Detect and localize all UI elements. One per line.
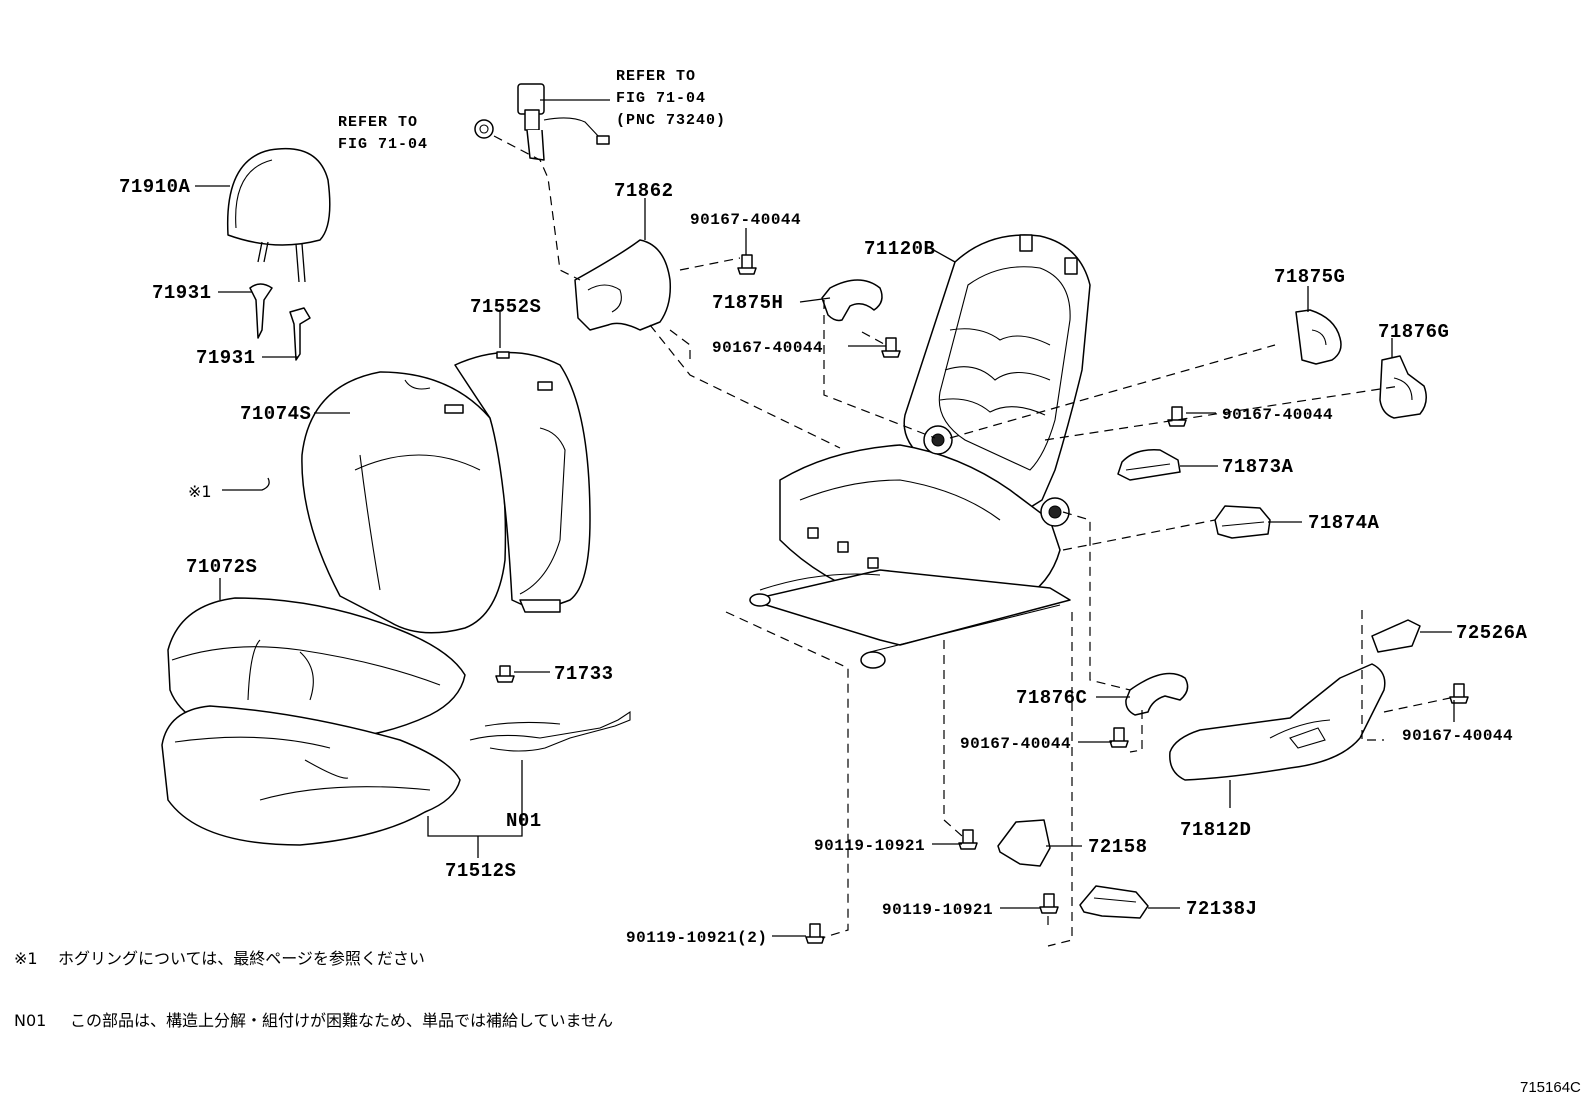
bolt-icon[interactable] [881,337,901,358]
clip-icon[interactable] [495,665,515,683]
label-71931-b: 71931 [196,347,256,369]
hog-ring-pointer [222,477,270,491]
note-2-key: N01 [14,1011,46,1030]
knob-72526A-part[interactable] [1371,619,1421,653]
label-72158: 72158 [1088,836,1148,858]
cover-71873A-part[interactable] [1117,449,1181,481]
cover-71875H-part[interactable] [821,279,883,322]
buckle-nut[interactable] [474,119,494,139]
label-bolt-90167-3: 90167-40044 [1222,406,1333,424]
label-72526A: 72526A [1456,622,1528,644]
note-1-text: ホグリングについては、最終ページを参照ください [58,949,425,968]
label-71931-a: 71931 [152,282,212,304]
refer-right-line3: (PNC 73240) [616,112,726,129]
refer-right-line2: FIG 71-04 [616,90,706,107]
bolt-icon[interactable] [737,254,757,275]
note-1-key: ※1 [14,949,38,968]
refer-left-line2: FIG 71-04 [338,136,428,153]
label-71120B: 71120B [864,238,935,260]
label-bolt-90167-4: 90167-40044 [960,735,1071,753]
bolt-icon[interactable] [1109,727,1129,748]
label-71072S: 71072S [186,556,257,578]
label-71876G: 71876G [1378,321,1449,343]
cover-71876G-part[interactable] [1379,355,1427,419]
seatback-cover-part[interactable] [301,371,507,634]
seat-cushion-cover-part[interactable] [167,597,466,743]
label-bolt-90167-1: 90167-40044 [690,211,801,229]
label-71512S: 71512S [445,860,516,882]
label-bolt-90119-3: 90119-10921(2) [626,929,767,947]
label-71733: 71733 [554,663,614,685]
note-2-text: この部品は、構造上分解・組付けが困難なため、単品では補給していません [70,1011,613,1030]
label-71874A: 71874A [1308,512,1380,534]
label-71875H: 71875H [712,292,783,314]
seat-frame-part[interactable] [749,234,1091,669]
label-71862: 71862 [614,180,674,202]
label-71812D: 71812D [1180,819,1251,841]
label-71876C: 71876C [1016,687,1087,709]
bolt-icon[interactable] [1449,683,1469,704]
label-71552S: 71552S [470,296,541,318]
leader-lines [195,99,1455,937]
label-mark-1: ※1 [188,482,212,501]
cover-72138J-part[interactable] [1079,885,1149,919]
cover-71875G-part[interactable] [1295,309,1342,365]
label-bolt-90167-5: 90167-40044 [1402,727,1513,745]
label-71873A: 71873A [1222,456,1294,478]
reclining-cover-part[interactable] [574,239,672,331]
bolt-icon[interactable] [1039,893,1059,914]
assembly-dashed-lines [493,135,1451,947]
label-71074S: 71074S [240,403,311,425]
seat-cushion-pad-part[interactable] [161,705,461,846]
label-N01: N01 [506,810,542,832]
label-bolt-90119-1: 90119-10921 [814,837,925,855]
label-72138J: 72138J [1186,898,1257,920]
bolt-icon[interactable] [958,829,978,850]
bolt-icon[interactable] [805,923,825,944]
bolt-icon[interactable] [1167,406,1187,427]
refer-left-line1: REFER TO [338,114,418,131]
refer-right-line1: REFER TO [616,68,696,85]
seat-belt-buckle-part[interactable] [517,83,610,161]
headrest-guide-a[interactable] [249,283,273,339]
bracket-72158-part[interactable] [997,819,1051,867]
label-71875G: 71875G [1274,266,1345,288]
cover-71876C-part[interactable] [1125,672,1189,716]
label-71910A: 71910A [119,176,191,198]
label-bolt-90119-2: 90119-10921 [882,901,993,919]
headrest-part[interactable] [226,147,331,283]
cover-71874A-part[interactable] [1214,505,1271,539]
seat-wire-part[interactable] [469,710,631,752]
label-bolt-90167-2: 90167-40044 [712,339,823,357]
figure-id: 715164C [1520,1079,1581,1096]
headrest-guide-b[interactable] [289,307,311,361]
shield-71812D-part[interactable] [1169,663,1386,781]
seatback-pad-part[interactable] [454,351,591,613]
